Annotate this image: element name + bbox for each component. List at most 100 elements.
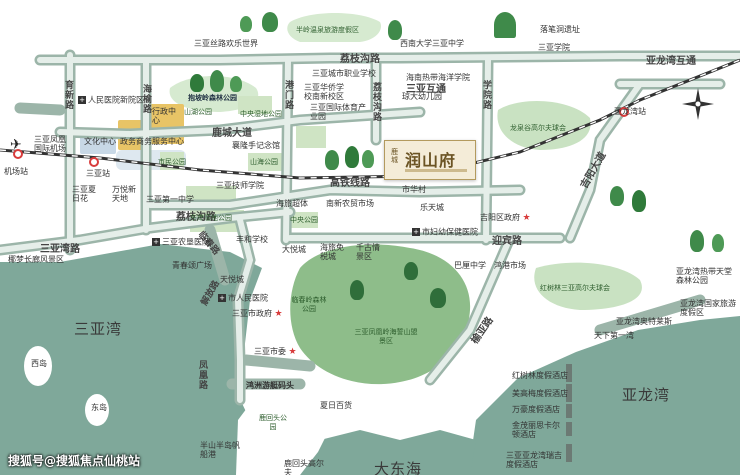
tree-icon (388, 20, 402, 40)
place-shihuacun: 市华村 (402, 185, 426, 194)
place-hailv-chaoti: 海旅超体 (276, 199, 308, 208)
place-dongan: 东岸湿地公园 (190, 214, 232, 222)
place-dayue: 大悦城 (282, 245, 306, 254)
place-wanyue: 万悦新天地 (112, 185, 136, 203)
sanya-station-marker (89, 157, 99, 167)
road-label-lizhigou: 荔枝沟路 (340, 54, 380, 65)
place-qiongda: 琼大幼儿园 (402, 92, 442, 101)
tree-icon (240, 16, 252, 32)
tree-icon (430, 288, 446, 308)
place-nongken: +三亚农垦医院 (152, 237, 210, 247)
road-label-lizhigou-v: 荔枝沟路 (371, 82, 381, 122)
road-label-fenghuang: 凤凰路 (197, 360, 207, 390)
place-longquangu: 龙泉谷高尔夫球会 (510, 124, 566, 132)
place-tianxia: 天下第一湾 (594, 331, 634, 340)
road-label-haiyu: 海榆路 (141, 84, 151, 114)
road-label-sanyawan: 三亚湾路 (40, 244, 80, 255)
tree-icon (190, 74, 204, 92)
project-logo: 鹿城 润山府 (384, 140, 476, 180)
place-zhongyang-gongyuan: 中央公园 (290, 216, 318, 224)
place-wenhua: 文化中心 (84, 137, 116, 146)
place-jiyangqu: 吉阳区政府 ★ (480, 213, 531, 223)
place-fuyou: +市妇幼保健医院 (412, 227, 478, 237)
tree-icon (712, 234, 724, 252)
yalongwan-station-marker (619, 107, 629, 117)
place-luhuitou-golf: 鹿回头高尔夫 (284, 459, 324, 475)
project-prefix: 鹿城 (391, 148, 398, 164)
place-bali: 巴厘中学 (454, 261, 486, 270)
place-shimin: 市民公园 (158, 158, 186, 166)
place-fenghuangling: 三亚凤凰岭海誓山盟景区 (354, 328, 418, 345)
place-luhuitou: 鹿回头公园 (259, 414, 287, 431)
tree-icon (230, 76, 242, 92)
place-banling: 半岭温泉旅游度假区 (296, 26, 359, 34)
place-silu: 三亚丝路欢乐世界 (194, 39, 258, 48)
tree-icon (632, 190, 646, 212)
watermark: 搜狐号@搜狐焦点仙桃站 (8, 454, 141, 468)
place-yemeng: 椰梦长廊风景区 (8, 255, 64, 264)
airplane-icon: ✈ (10, 137, 22, 153)
road-label-sanya-hutong: 三亚互通 (406, 84, 446, 95)
fenghuangling-hill (290, 244, 471, 385)
star-icon: ★ (288, 347, 297, 357)
place-linchunling: 临春岭森林公园 (291, 296, 327, 313)
sanyawan-sea (0, 244, 262, 475)
tree-icon (362, 150, 374, 168)
road-label-luchengdadao: 鹿城大道 (212, 128, 252, 139)
place-hongzhou: 鸿洲游艇码头 (246, 381, 294, 390)
place-huaqiao: 三亚华侨学校南新校区 (304, 83, 344, 101)
place-zhengwu: 政务商务服务中心 (120, 137, 184, 146)
place-sanyaxueyuan: 三亚学院 (538, 43, 570, 52)
place-shanhai: 山海公园 (250, 158, 278, 166)
place-honggang: 鸿港市场 (494, 261, 526, 270)
place-nanxin: 南新农贸市场 (326, 199, 374, 208)
place-xingzheng: 行政中心 (152, 107, 176, 125)
place-mgm: 美高梅度假酒店 (512, 389, 568, 398)
road-label-yuxin: 育新路 (63, 80, 73, 110)
place-shirenmin: +市人民医院 (218, 293, 268, 303)
island-label-xidao: 西岛 (31, 359, 47, 368)
place-xinan: 西南大学三亚中学 (400, 39, 464, 48)
place-wanhao: 万豪度假酒店 (512, 405, 560, 414)
hotel-buildings (566, 364, 572, 462)
place-shizhengfu: 三亚市政府 ★ (232, 309, 283, 319)
dadonghai-sea (300, 430, 476, 475)
place-yalongwanzhan: 亚龙湾站 (614, 107, 646, 116)
xidao-island (24, 346, 52, 386)
place-ruiji: 三亚亚龙湾瑞吉度假酒店 (506, 451, 562, 469)
yalongwan-sea (468, 316, 740, 475)
place-hongshulin-hotel: 红树林度假酒店 (512, 371, 568, 380)
place-tianyue: 天悦城 (220, 275, 244, 284)
place-aoteleisi: 亚龙湾奥特莱斯 (616, 317, 672, 326)
place-jishi: 三亚技师学院 (216, 181, 264, 190)
compass-icon (682, 88, 714, 120)
sea-label-dadonghai: 大东海 (374, 460, 423, 475)
place-luobi: 落笔洞遗址 (540, 25, 580, 34)
place-xiaribaihuo: 夏日百货 (320, 401, 352, 410)
place-zhongyang-shidi: 中央湿地公园 (240, 110, 282, 118)
project-underline (405, 169, 467, 172)
place-yalongwan-guojia: 亚龙湾国家旅游度假区 (680, 299, 736, 317)
place-letian: 乐天城 (420, 203, 444, 212)
project-name: 润山府 (405, 151, 457, 170)
place-renmin-xinyuan: +人民医院新院区 (78, 95, 144, 105)
place-fenghe: 丰和学校 (236, 235, 268, 244)
tree-icon (262, 12, 278, 32)
place-redaitiantang: 亚龙湾热带天堂森林公园 (676, 267, 732, 285)
road-label-gaotie: 高铁线路 (330, 178, 370, 189)
sea-label-sanyawan: 三亚湾 (74, 320, 123, 338)
tree-icon (610, 186, 624, 206)
place-hongshulin-golf: 红树林三亚高尔夫球会 (540, 284, 610, 292)
place-jichangzhan: 机场站 (4, 167, 28, 176)
tree-icon (210, 70, 224, 92)
star-icon: ★ (274, 309, 283, 319)
island-label-dongdao: 东岛 (91, 403, 107, 412)
place-banshan: 半山半岛帆船港 (200, 441, 240, 459)
tree-icon (404, 262, 418, 280)
road-label-yalong-hutong: 亚龙湾互通 (646, 56, 696, 67)
tree-icon (345, 146, 359, 168)
place-diyizhong: 三亚第一中学 (146, 195, 194, 204)
place-sanyazhan: 三亚站 (86, 169, 110, 178)
